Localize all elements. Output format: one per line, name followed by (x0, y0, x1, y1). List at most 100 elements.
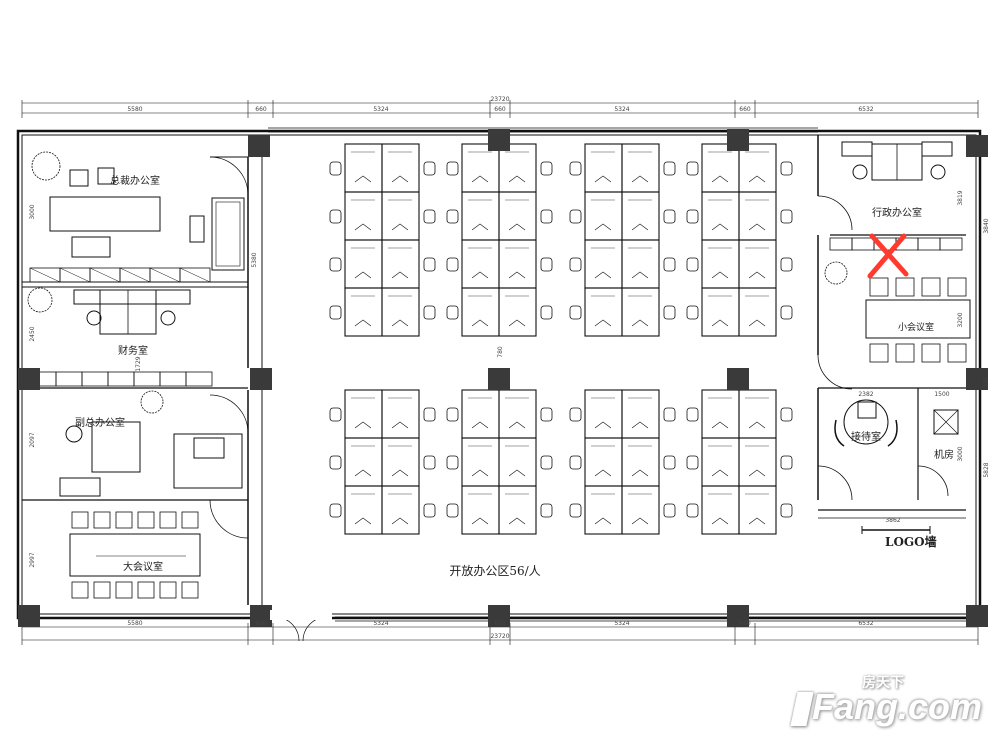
office-chair (780, 305, 793, 320)
workstation (738, 191, 777, 241)
chair (137, 581, 155, 599)
workstation (701, 437, 740, 487)
column (727, 368, 749, 390)
workstation (584, 485, 623, 535)
office-chair (663, 503, 676, 518)
chair (115, 511, 133, 529)
dimension-label: 2382 (858, 391, 873, 398)
monitor (711, 175, 729, 183)
monitor (508, 469, 526, 477)
monitor (391, 271, 409, 279)
monitor (711, 469, 729, 477)
office-chair (780, 503, 793, 518)
monitor (508, 175, 526, 183)
office-chair (686, 161, 699, 176)
office-chair (569, 503, 582, 518)
monitor (594, 271, 612, 279)
dimension-label: 6532 (858, 620, 873, 627)
workstation (461, 191, 500, 241)
workstation (461, 287, 500, 337)
dimension-label: 660 (494, 620, 506, 627)
vice-desk (91, 421, 141, 473)
column (727, 129, 749, 151)
office-chair (663, 407, 676, 422)
coffee-table (189, 215, 205, 243)
office-chair (423, 257, 436, 272)
monitor (471, 175, 489, 183)
monitor (594, 517, 612, 525)
office-chair (423, 161, 436, 176)
monitor (508, 223, 526, 231)
office-chair (540, 161, 553, 176)
office-chair (569, 209, 582, 224)
door-arc (302, 616, 328, 642)
monitor (508, 421, 526, 429)
cabinet (939, 237, 963, 251)
workstation (381, 143, 420, 193)
small-meeting-table (865, 299, 971, 339)
workstation (344, 287, 383, 337)
dimension-label: 5380 (251, 252, 258, 267)
monitor (711, 319, 729, 327)
office-chair (446, 209, 459, 224)
office-chair (569, 455, 582, 470)
room-label-general-manager: 总裁办公室 (110, 174, 160, 187)
chair (947, 277, 967, 297)
workstation (701, 287, 740, 337)
office-chair (780, 407, 793, 422)
monitor (748, 175, 766, 183)
dimension-label: 3000 (29, 204, 36, 219)
monitor (354, 175, 372, 183)
monitor (391, 223, 409, 231)
office-chair (569, 407, 582, 422)
cross-mark-icon (867, 233, 909, 279)
workstation (584, 389, 623, 439)
office-chair (540, 305, 553, 320)
cabinet-diagonal (179, 267, 211, 283)
monitor (711, 271, 729, 279)
monitor (711, 421, 729, 429)
workstation (461, 485, 500, 535)
door-arc (917, 465, 949, 497)
room-label-finance: 财务室 (118, 344, 148, 357)
dimension-label: 23720 (490, 633, 509, 640)
monitor (471, 421, 489, 429)
armchair (97, 167, 115, 185)
office-chair (540, 407, 553, 422)
monitor (508, 517, 526, 525)
monitor (748, 223, 766, 231)
workstation (498, 239, 537, 289)
workstation (621, 287, 660, 337)
chair (181, 581, 199, 599)
chair (86, 310, 102, 326)
monitor (711, 223, 729, 231)
chair (921, 343, 941, 363)
workstation (381, 239, 420, 289)
monitor (471, 517, 489, 525)
monitor (631, 271, 649, 279)
office-chair (329, 305, 342, 320)
monitor (631, 421, 649, 429)
workstation (701, 143, 740, 193)
office-chair (446, 305, 459, 320)
office-chair (686, 257, 699, 272)
office-chair (446, 455, 459, 470)
meeting-table (69, 533, 201, 577)
room-label-reception: 接待室 (851, 430, 881, 443)
room-label-open-office: 开放办公区56/人 (449, 563, 540, 578)
office-chair (569, 305, 582, 320)
office-chair (663, 209, 676, 224)
chair (115, 581, 133, 599)
office-chair (686, 503, 699, 518)
chair (71, 581, 89, 599)
chair (93, 511, 111, 529)
dimension-label: 3200 (957, 312, 964, 327)
office-chair (686, 209, 699, 224)
monitor (631, 469, 649, 477)
monitor (354, 421, 372, 429)
cabinet (159, 371, 187, 387)
chair (895, 277, 915, 297)
column (488, 368, 510, 390)
workstation (621, 239, 660, 289)
workstation (461, 437, 500, 487)
